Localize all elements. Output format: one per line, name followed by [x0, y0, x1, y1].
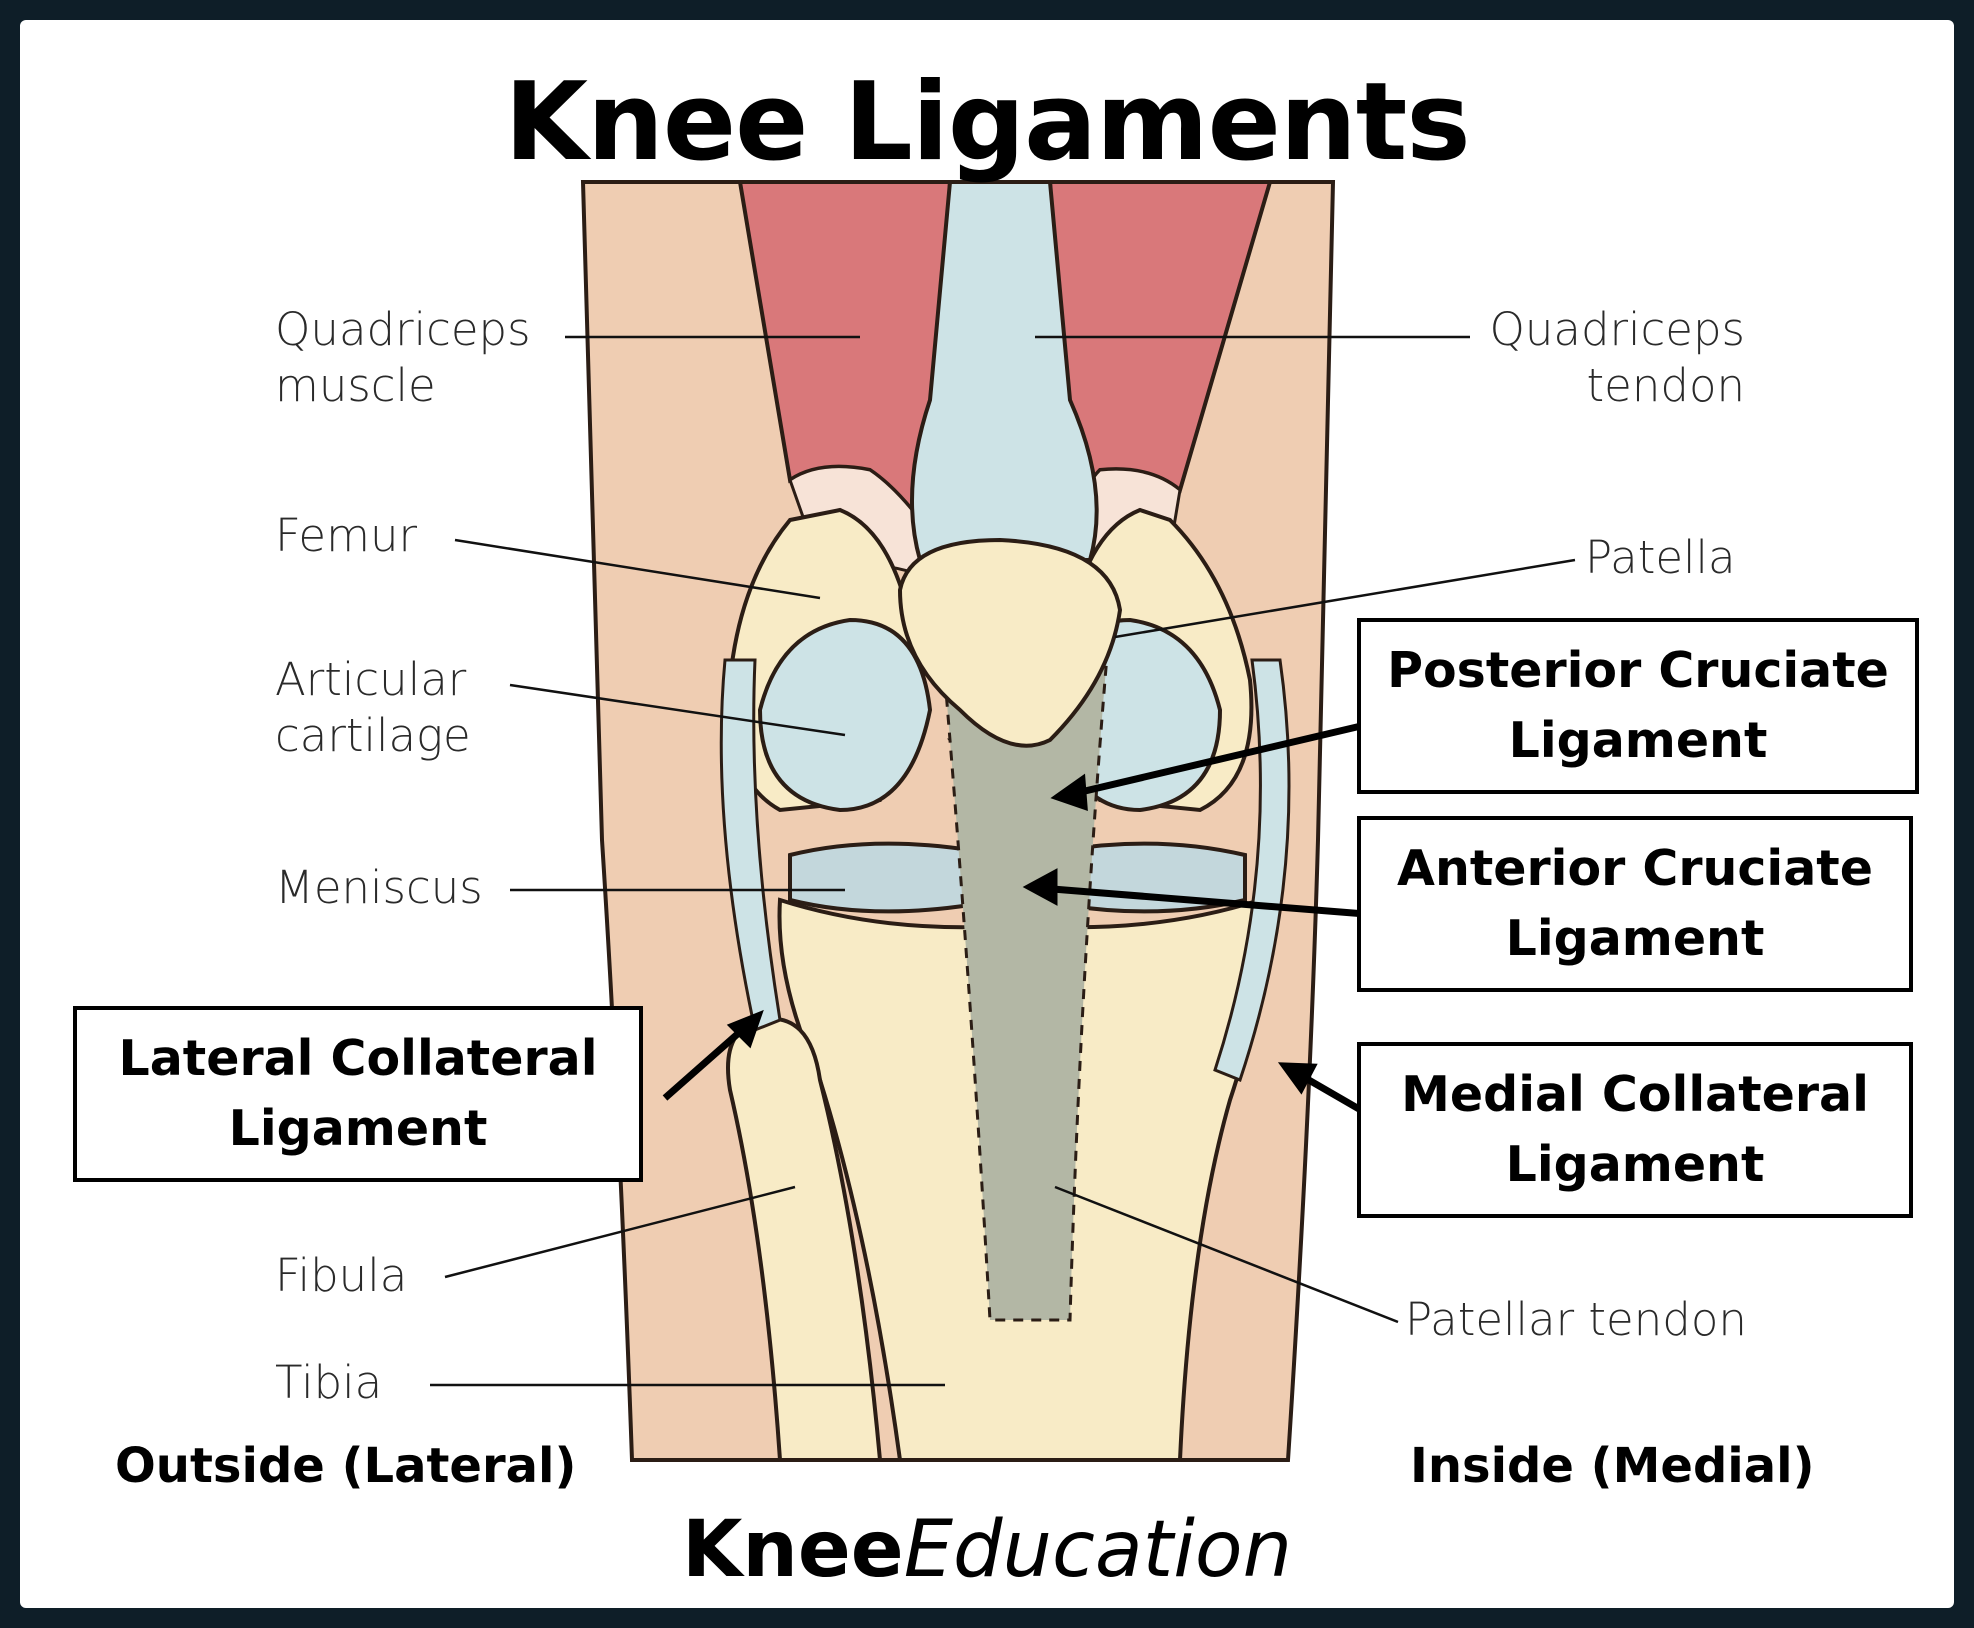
arrowhead-mcl	[1277, 1062, 1318, 1095]
box-lateral-collateral-ligament: Lateral Collateral Ligament	[73, 1006, 643, 1182]
box-medial-collateral-ligament: Medial Collateral Ligament	[1357, 1042, 1913, 1218]
patella-shape	[897, 537, 1123, 748]
arrowhead-pcl	[1050, 773, 1088, 812]
quadriceps-tendon-shape	[910, 180, 1099, 562]
leader-patellar-tendon	[1054, 1185, 1399, 1324]
label-meniscus: Meniscus	[275, 861, 483, 914]
arrow-acl	[1039, 884, 1379, 919]
brand-italic: Education	[903, 1505, 1293, 1595]
medial-collateral-shape	[1213, 658, 1291, 1082]
page-title: Knee Ligaments	[504, 60, 1470, 185]
mcl-line2: Ligament	[1505, 1136, 1765, 1193]
pcl-line1: Posterior Cruciate	[1387, 642, 1889, 699]
arrow-lcl	[662, 1020, 753, 1101]
leader-cartilage	[509, 683, 846, 737]
label-quadriceps-tendon-line1: Quadriceps	[1489, 303, 1745, 356]
lcl-line1: Lateral Collateral	[118, 1030, 598, 1087]
meniscus-left	[788, 841, 972, 914]
box-anterior-cruciate-ligament: Anterior Cruciate Ligament	[1357, 816, 1913, 992]
label-fibula: Fibula	[275, 1249, 408, 1302]
leader-patella	[1114, 558, 1576, 639]
label-cartilage-line1: Articular	[275, 653, 467, 706]
arrowhead-acl	[1022, 868, 1058, 906]
knee-illustration	[430, 180, 1576, 1462]
label-cartilage-line2: cartilage	[275, 709, 471, 762]
label-quadriceps-tendon: Quadriceps tendon	[1475, 302, 1745, 414]
label-inside-medial: Inside (Medial)	[1410, 1438, 1815, 1494]
label-quadriceps-muscle-line1: Quadriceps	[275, 303, 531, 356]
pcl-line2: Ligament	[1508, 712, 1768, 769]
label-articular-cartilage: Articular cartilage	[275, 652, 471, 764]
acl-line1: Anterior Cruciate	[1397, 840, 1873, 897]
brand-bold: Knee	[681, 1505, 904, 1595]
label-patella: Patella	[1585, 531, 1736, 584]
articular-cartilage-left	[757, 617, 933, 813]
label-quadriceps-muscle: Quadriceps muscle	[275, 302, 531, 414]
mcl-line1: Medial Collateral	[1401, 1066, 1869, 1123]
label-outside-lateral: Outside (Lateral)	[115, 1438, 577, 1494]
leader-fibula	[444, 1185, 796, 1279]
box-posterior-cruciate-ligament: Posterior Cruciate Ligament	[1357, 618, 1919, 794]
arrowhead-lcl	[726, 1009, 764, 1049]
acl-line2: Ligament	[1505, 910, 1765, 967]
leader-femur	[454, 538, 821, 600]
label-tibia: Tibia	[275, 1356, 383, 1409]
lateral-collateral-shape	[719, 658, 782, 1033]
label-quadriceps-muscle-line2: muscle	[275, 359, 436, 412]
lcl-line2: Ligament	[228, 1100, 488, 1157]
brand-logo: KneeEducation	[20, 1505, 1954, 1595]
label-femur: Femur	[275, 509, 417, 562]
label-patellar-tendon: Patellar tendon	[1405, 1293, 1747, 1346]
diagram-frame: Knee Ligaments Quadriceps muscle Quadric…	[20, 20, 1954, 1608]
arrow-pcl	[1067, 718, 1379, 799]
label-quadriceps-tendon-line2: tendon	[1586, 359, 1745, 412]
